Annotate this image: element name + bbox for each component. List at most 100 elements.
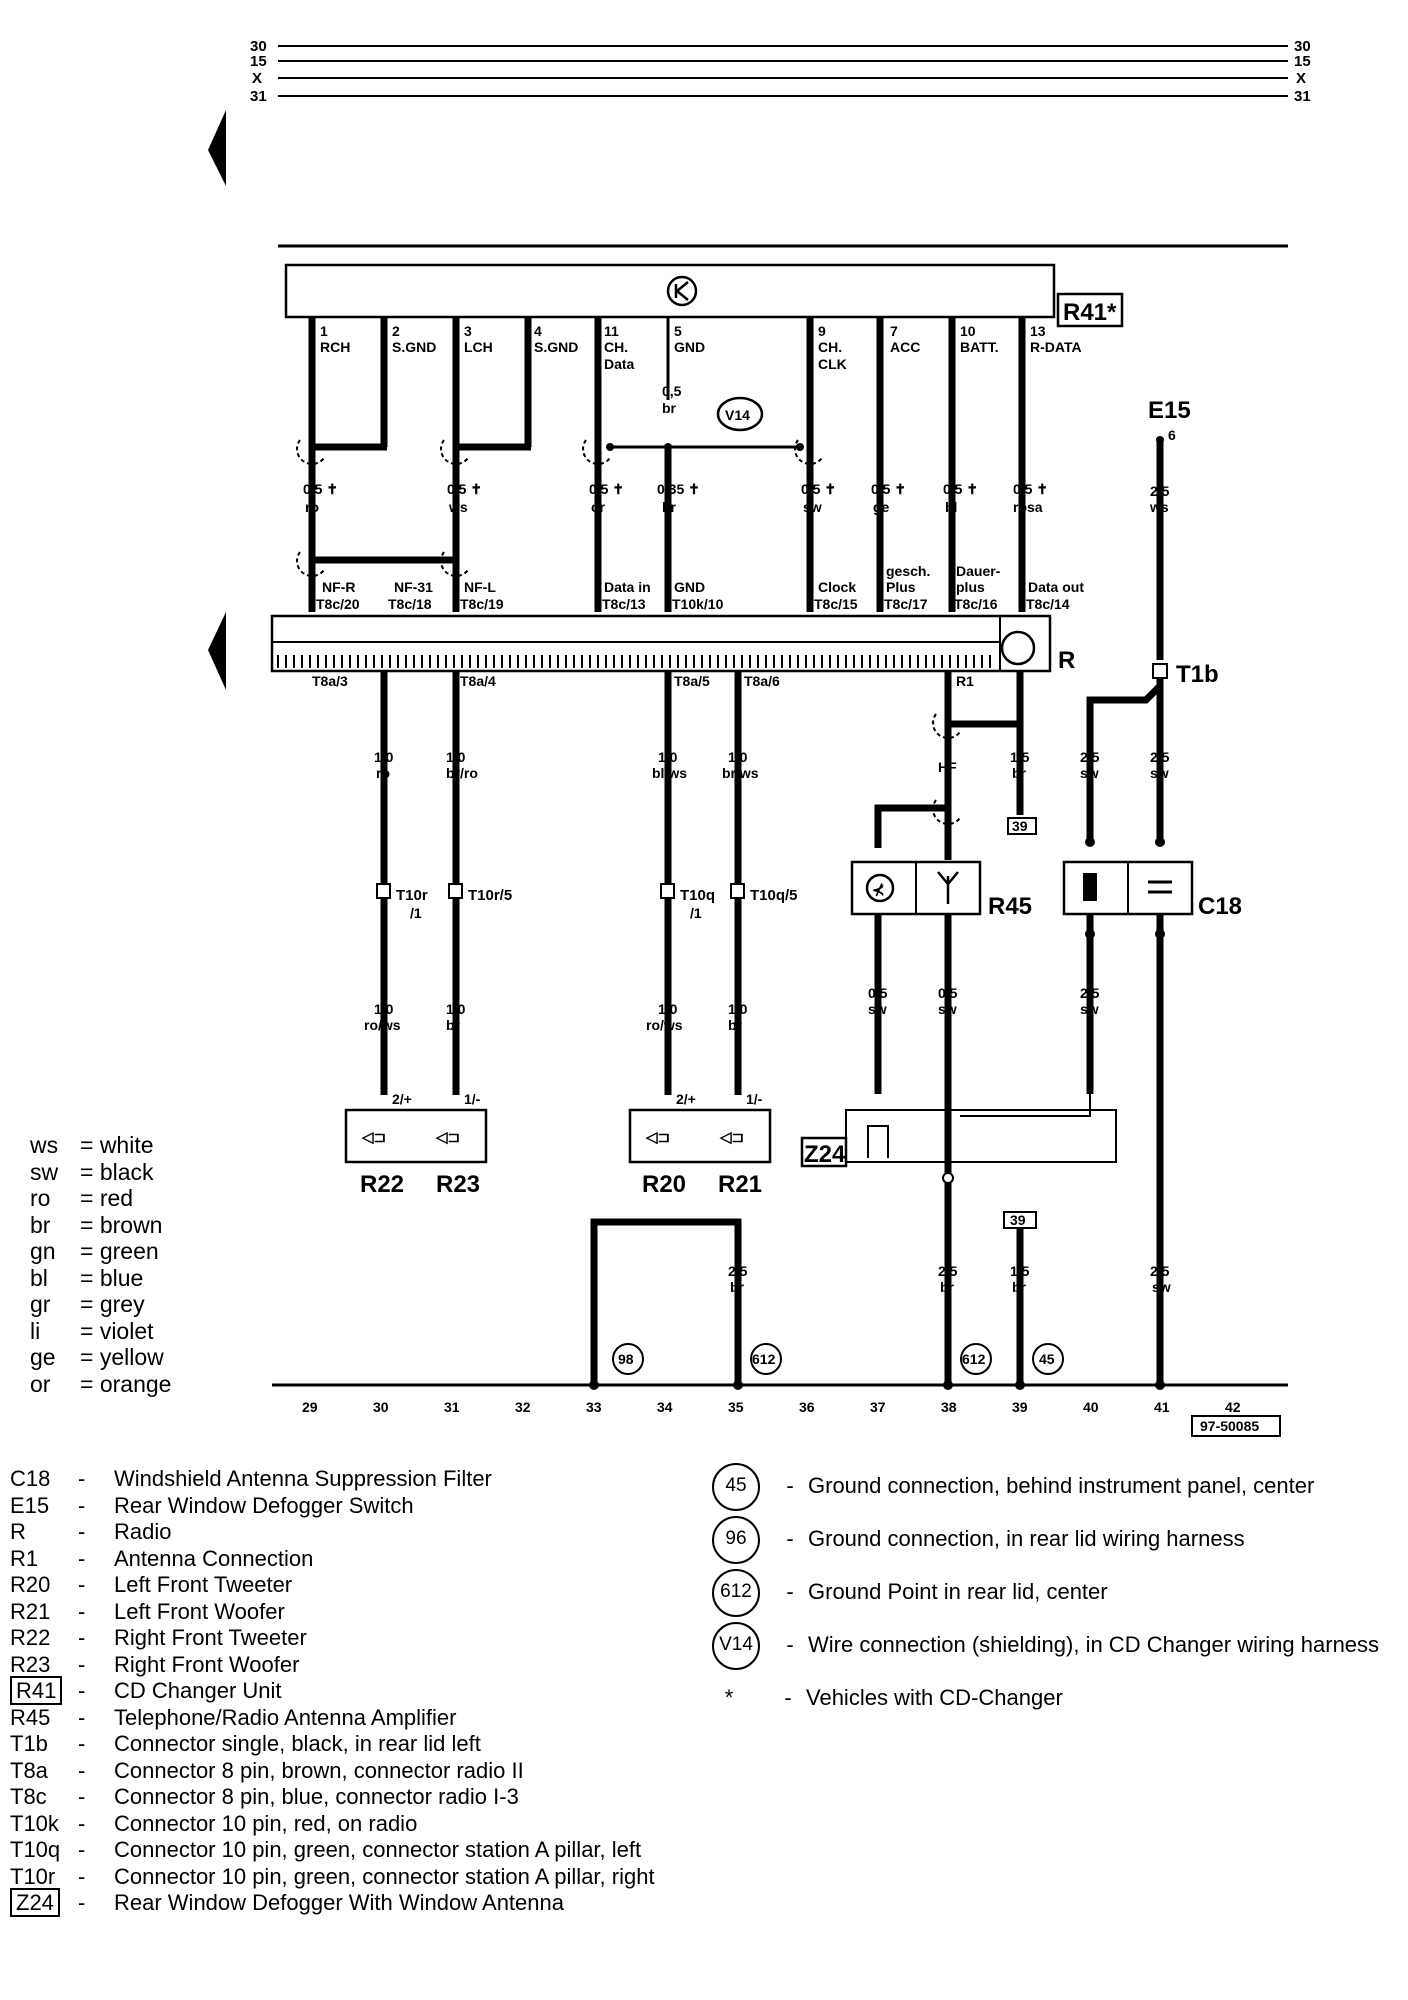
svg-text:Data out: Data out xyxy=(1028,579,1084,595)
svg-text:45: 45 xyxy=(1039,1351,1055,1367)
svg-text:ro: ro xyxy=(305,499,319,515)
rail-label: 31 xyxy=(250,88,267,105)
rail-label: 15 xyxy=(1294,53,1311,70)
svg-text:1,0: 1,0 xyxy=(374,1001,394,1017)
svg-text:CH.: CH. xyxy=(604,339,628,355)
svg-text:R21: R21 xyxy=(718,1171,762,1198)
svg-text:ro/ws: ro/ws xyxy=(364,1017,401,1033)
svg-text:br: br xyxy=(1012,765,1027,781)
svg-text:6: 6 xyxy=(1168,427,1176,443)
color-legend-row: br= brown xyxy=(30,1211,163,1238)
legend-row: T10k-Connector 10 pin, red, on radio xyxy=(10,1810,418,1836)
svg-text:2,5: 2,5 xyxy=(1150,1263,1170,1279)
svg-text:plus: plus xyxy=(956,579,985,595)
svg-text:612: 612 xyxy=(752,1351,776,1367)
radio-icon xyxy=(1000,630,1036,666)
color-legend-row: ge= yellow xyxy=(30,1344,164,1370)
track-number: 41 xyxy=(1154,1399,1170,1415)
rail-label: X xyxy=(252,70,262,87)
svg-text:1,5: 1,5 xyxy=(1010,1263,1030,1279)
rear-defogger-antenna: Z24 xyxy=(800,1094,1117,1184)
svg-text:S.GND: S.GND xyxy=(392,339,436,355)
svg-text:RCH: RCH xyxy=(320,339,350,355)
svg-text:sw: sw xyxy=(1080,1001,1099,1017)
legend-row: R20-Left Front Tweeter xyxy=(10,1572,293,1597)
svg-text:E15: E15 xyxy=(1148,397,1191,424)
track-number: 34 xyxy=(657,1399,673,1415)
svg-text:Plus: Plus xyxy=(886,579,916,595)
svg-text:Data in: Data in xyxy=(604,579,651,595)
track-number: 39 xyxy=(1012,1399,1028,1415)
color-legend-row: gn= green xyxy=(30,1238,159,1264)
svg-text:2,5: 2,5 xyxy=(1080,749,1100,765)
svg-text:4: 4 xyxy=(534,323,542,339)
symbol-legend-row: *-Vehicles with CD-Changer xyxy=(724,1685,1063,1711)
svg-text:13: 13 xyxy=(1030,323,1046,339)
svg-text:⊀: ⊀ xyxy=(872,882,885,899)
svg-text:2: 2 xyxy=(392,323,400,339)
upper-wires: V14 xyxy=(296,318,1026,612)
track-number: 30 xyxy=(373,1399,389,1415)
defogger-switch-feed: E15 6 2,5ws T1b xyxy=(1086,397,1219,840)
svg-text:HF: HF xyxy=(938,759,957,775)
symbol-legend-row: V14-Wire connection (shielding), in CD C… xyxy=(700,1619,1379,1672)
page-continuation-arrow xyxy=(208,110,226,186)
speakers: ◁⊐◁⊐ ◁⊐◁⊐ R22 R23 R20 R21 xyxy=(344,1108,772,1198)
svg-text:2,5: 2,5 xyxy=(938,1263,958,1279)
svg-text:T10q: T10q xyxy=(680,887,715,904)
svg-text:Clock: Clock xyxy=(818,579,856,595)
rail-label: X xyxy=(1296,70,1306,87)
v14-shield-connection xyxy=(716,396,764,432)
svg-text:T8c/16: T8c/16 xyxy=(954,596,998,612)
svg-text:/1: /1 xyxy=(690,905,702,921)
legend-row: T1b-Connector single, black, in rear lid… xyxy=(10,1731,481,1756)
track-number: 32 xyxy=(515,1399,531,1415)
svg-text:ACC: ACC xyxy=(890,339,920,355)
svg-text:T10r/5: T10r/5 xyxy=(468,887,512,904)
svg-text:bl/ws: bl/ws xyxy=(652,765,687,781)
svg-text:T10q/5: T10q/5 xyxy=(750,887,798,904)
svg-text:1,0: 1,0 xyxy=(446,1001,466,1017)
legend-row: R23-Right Front Woofer xyxy=(10,1651,300,1677)
svg-text:T8a/6: T8a/6 xyxy=(744,673,780,689)
svg-text:1,0: 1,0 xyxy=(728,749,748,765)
svg-text:T10r: T10r xyxy=(396,887,428,904)
svg-text:2,5: 2,5 xyxy=(1080,985,1100,1001)
svg-text:39: 39 xyxy=(1012,818,1028,834)
legend-row: T10r-Connector 10 pin, green, connector … xyxy=(10,1863,655,1889)
svg-text:br: br xyxy=(446,1017,461,1033)
svg-text:bl: bl xyxy=(945,499,957,515)
svg-text:T8a/5: T8a/5 xyxy=(674,673,710,689)
svg-text:sw: sw xyxy=(803,499,822,515)
svg-text:GND: GND xyxy=(674,339,705,355)
svg-text:3: 3 xyxy=(464,323,472,339)
legend-row: E15-Rear Window Defogger Switch xyxy=(10,1492,414,1518)
svg-text:1/-: 1/- xyxy=(464,1091,481,1107)
svg-text:0,35 ✝: 0,35 ✝ xyxy=(657,481,700,497)
svg-text:V14: V14 xyxy=(725,407,750,423)
antenna-amplifier: ⊀ R45 0,5sw 0,5sw xyxy=(850,860,1032,1385)
legend-row: R22-Right Front Tweeter xyxy=(10,1625,307,1650)
svg-text:LCH: LCH xyxy=(464,339,493,355)
svg-text:BATT.: BATT. xyxy=(960,339,999,355)
track-number: 35 xyxy=(728,1399,744,1415)
svg-text:br: br xyxy=(728,1017,743,1033)
svg-text:10: 10 xyxy=(960,323,976,339)
legend-row: C18-Windshield Antenna Suppression Filte… xyxy=(10,1466,492,1491)
svg-text:1: 1 xyxy=(320,323,328,339)
svg-text:br/ws: br/ws xyxy=(722,765,759,781)
track-number: 37 xyxy=(870,1399,886,1415)
svg-text:◁⊐: ◁⊐ xyxy=(719,1129,744,1146)
svg-text:1,0: 1,0 xyxy=(658,749,678,765)
svg-text:2/+: 2/+ xyxy=(392,1091,412,1107)
svg-text:2,5: 2,5 xyxy=(728,1263,748,1279)
svg-text:Data: Data xyxy=(604,356,635,372)
symbol-legend-row: 612-Ground Point in rear lid, center xyxy=(700,1566,1379,1619)
svg-text:11: 11 xyxy=(604,323,619,339)
track-number: 42 xyxy=(1225,1399,1241,1415)
svg-text:98: 98 xyxy=(618,1351,634,1367)
svg-text:ws: ws xyxy=(448,499,468,515)
